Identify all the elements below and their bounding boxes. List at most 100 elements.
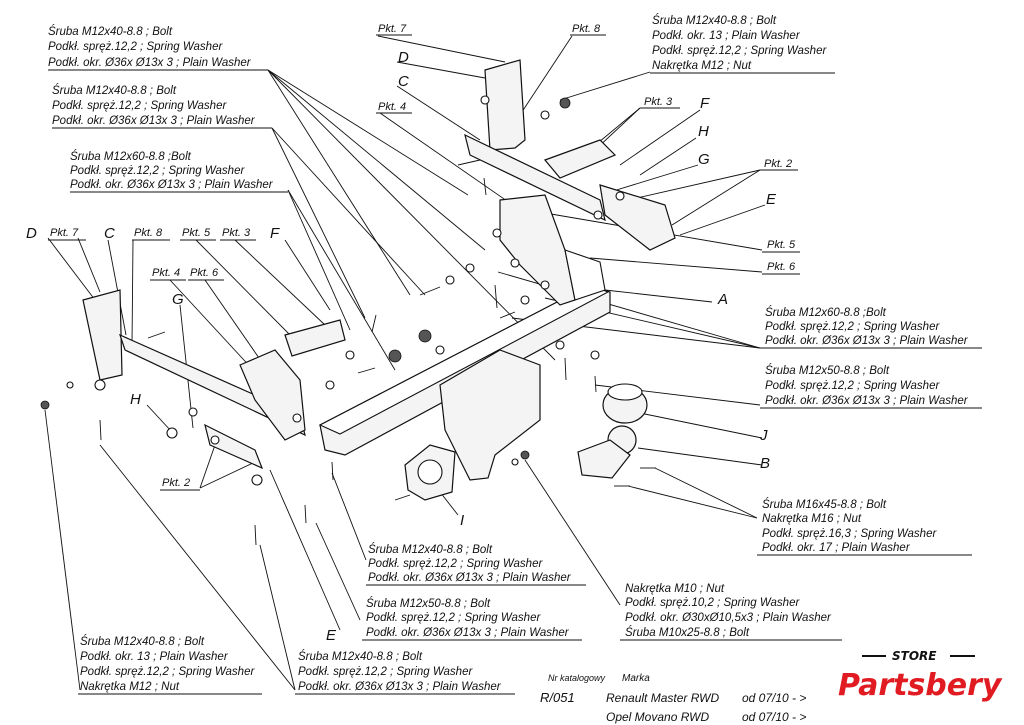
label-line: Śruba M10x25-8.8 ; Bolt (625, 626, 750, 639)
label-line: Śruba M12x40-8.8 ; Bolt (80, 635, 205, 648)
pkt-7-left: Pkt. 7 (50, 227, 79, 239)
label-line: Podkł. spręż.16,3 ; Spring Washer (762, 528, 937, 540)
letter-H-left: H (130, 391, 141, 408)
catalog-block: Nr katalogowy Marka R/051 Renault Master… (540, 673, 806, 724)
label-line: Śruba M12x40-8.8 ; Bolt (48, 25, 173, 38)
label-block-top-left-2: Śruba M12x40-8.8 ; Bolt Podkł. spręż.12,… (52, 84, 272, 129)
label-line: Podkł. spręż.12,2 ; Spring Washer (652, 45, 827, 57)
logo-store-text: STORE (892, 649, 937, 663)
right-plate-G (599, 184, 676, 251)
right-plate-D (484, 59, 526, 151)
catalog-od-row-2: od 07/10 - > (742, 710, 806, 724)
label-line: Podkł. okr. Ø36x Ø13x 3 ; Plain Washer (48, 57, 252, 69)
label-line: Nakrętka M12 ; Nut (80, 681, 180, 693)
label-line: Podkł. okr. Ø36x Ø13x 3 ; Plain Washer (70, 179, 274, 191)
label-line: Podkł. okr. 13 ; Plain Washer (80, 651, 229, 663)
label-line: Podkł. okr. 13 ; Plain Washer (652, 30, 801, 42)
pkt-labels: Pkt. 7 Pkt. 8 Pkt. 4 Pkt. 3 Pkt. 2 Pkt. … (48, 23, 800, 491)
left-plate-F (284, 319, 346, 357)
label-line: Podkł. spręż.12,2 ; Spring Washer (765, 380, 940, 392)
label-line: Podkł. spręż.12,2 ; Spring Washer (80, 666, 255, 678)
right-bracket (499, 194, 576, 306)
label-line: Śruba M16x45-8.8 ; Bolt (762, 498, 887, 511)
label-block-mid-right-1: Śruba M12x60-8.8 ;Bolt Podkł. spręż.12,2… (760, 306, 982, 349)
label-line: Śruba M12x60-8.8 ;Bolt (765, 306, 887, 319)
letter-E-bottom: E (326, 627, 337, 644)
label-block-bottom-mid-4: Śruba M12x40-8.8 ; Bolt Podkł. spręż.12,… (295, 650, 515, 695)
part-letters: D C F H G E D C F G H A J B I E (26, 49, 777, 644)
letter-D-left: D (26, 225, 37, 242)
label-line: Nakrętka M16 ; Nut (762, 513, 862, 525)
catalog-marka-row-2: Opel Movano RWD (606, 710, 709, 724)
label-line: Śruba M12x60-8.8 ;Bolt (70, 150, 192, 163)
pkt-8-left: Pkt. 8 (134, 227, 163, 239)
label-block-top-left-1: Śruba M12x40-8.8 ; Bolt Podkł. spręż.12,… (48, 25, 268, 71)
pkt-3-top: Pkt. 3 (644, 96, 673, 108)
letter-C-top: C (398, 73, 409, 90)
letter-F-top: F (700, 95, 710, 112)
pkt-5-left: Pkt. 5 (182, 227, 211, 239)
pkt-3-left: Pkt. 3 (222, 227, 251, 239)
label-block-bottom-mid-1: Śruba M12x40-8.8 ; Bolt Podkł. spręż.12,… (366, 543, 586, 586)
catalog-od-row-1: od 07/10 - > (742, 691, 806, 705)
partsbery-logo: STORE Partsbery (838, 649, 1003, 703)
parts (40, 59, 676, 546)
label-block-bottom-mid-2: Śruba M12x50-8.8 ; Bolt Podkł. spręż.12,… (362, 597, 582, 641)
label-block-top-right: Śruba M12x40-8.8 ; Bolt Podkł. okr. 13 ;… (650, 14, 835, 74)
label-line: Podkł. spręż.12,2 ; Spring Washer (70, 165, 245, 177)
pkt-4-top: Pkt. 4 (378, 101, 406, 113)
pkt-4-left: Pkt. 4 (152, 267, 180, 279)
label-line: Śruba M12x50-8.8 ; Bolt (366, 597, 491, 610)
letter-D-top: D (398, 49, 409, 66)
label-line: Śruba M12x40-8.8 ; Bolt (368, 543, 493, 556)
label-line: Podkł. okr. Ø36x Ø13x 3 ; Plain Washer (765, 395, 969, 407)
label-line: Podkł. okr. Ø36x Ø13x 3 ; Plain Washer (765, 335, 969, 347)
label-line: Śruba M12x50-8.8 ; Bolt (765, 364, 890, 377)
label-block-top-left-3: Śruba M12x60-8.8 ;Bolt Podkł. spręż.12,2… (70, 150, 288, 193)
catalog-marka-row-1: Renault Master RWD (606, 691, 719, 705)
label-line: Nakrętka M10 ; Nut (625, 583, 725, 595)
pkt-8-top: Pkt. 8 (572, 23, 601, 35)
label-line: Śruba M12x40-8.8 ; Bolt (652, 14, 777, 27)
pkt-7-top: Pkt. 7 (378, 23, 407, 35)
label-block-mid-right-2: Śruba M12x50-8.8 ; Bolt Podkł. spręż.12,… (760, 364, 982, 409)
letter-G-left: G (172, 291, 184, 308)
label-line: Podkł. spręż.10,2 ; Spring Washer (625, 597, 800, 609)
catalog-nr-label: Nr katalogowy (548, 673, 606, 683)
label-line: Podkł. okr. Ø30xØ10,5x3 ; Plain Washer (625, 612, 832, 624)
label-line: Śruba M12x40-8.8 ; Bolt (52, 84, 177, 97)
label-line: Podkł. spręż.12,2 ; Spring Washer (52, 100, 227, 112)
label-line: Podkł. spręż.12,2 ; Spring Washer (48, 41, 223, 53)
label-line: Podkł. spręż.12,2 ; Spring Washer (298, 666, 473, 678)
letter-H-top: H (698, 123, 709, 140)
left-plate-C (119, 333, 306, 437)
letter-B: B (760, 455, 770, 472)
label-block-bottom-left: Śruba M12x40-8.8 ; Bolt Podkł. okr. 13 ;… (78, 635, 262, 695)
label-line: Podkł. okr. Ø36x Ø13x 3 ; Plain Washer (368, 572, 572, 584)
catalog-number: R/051 (540, 690, 575, 705)
label-line: Podkł. okr. Ø36x Ø13x 3 ; Plain Washer (298, 681, 502, 693)
right-plate-C (464, 133, 606, 222)
label-line: Nakrętka M12 ; Nut (652, 60, 752, 72)
hitch-plate (439, 349, 541, 481)
left-bar-E (204, 423, 264, 470)
pkt-2-left: Pkt. 2 (162, 477, 190, 489)
letter-I: I (460, 512, 464, 529)
fasteners (40, 95, 656, 546)
letter-F-left: F (270, 225, 280, 242)
left-plate-D (82, 289, 123, 381)
label-line: Podkł. spręż.12,2 ; Spring Washer (366, 612, 541, 624)
label-block-bottom-mid-3: Nakrętka M10 ; Nut Podkł. spręż.10,2 ; S… (620, 583, 842, 641)
letter-J: J (759, 427, 768, 444)
left-bracket (239, 349, 306, 441)
leader-lines (44, 35, 766, 691)
letter-E-top: E (766, 191, 777, 208)
label-line: Podkł. spręż.12,2 ; Spring Washer (368, 558, 543, 570)
label-line: Podkł. okr. Ø36x Ø13x 3 ; Plain Washer (52, 115, 256, 127)
letter-C-left: C (104, 225, 115, 242)
pkt-2-top: Pkt. 2 (764, 158, 792, 170)
pkt-6-left: Pkt. 6 (190, 267, 219, 279)
pkt-5-right: Pkt. 5 (767, 239, 796, 251)
label-line: Podkł. spręż.12,2 ; Spring Washer (765, 321, 940, 333)
